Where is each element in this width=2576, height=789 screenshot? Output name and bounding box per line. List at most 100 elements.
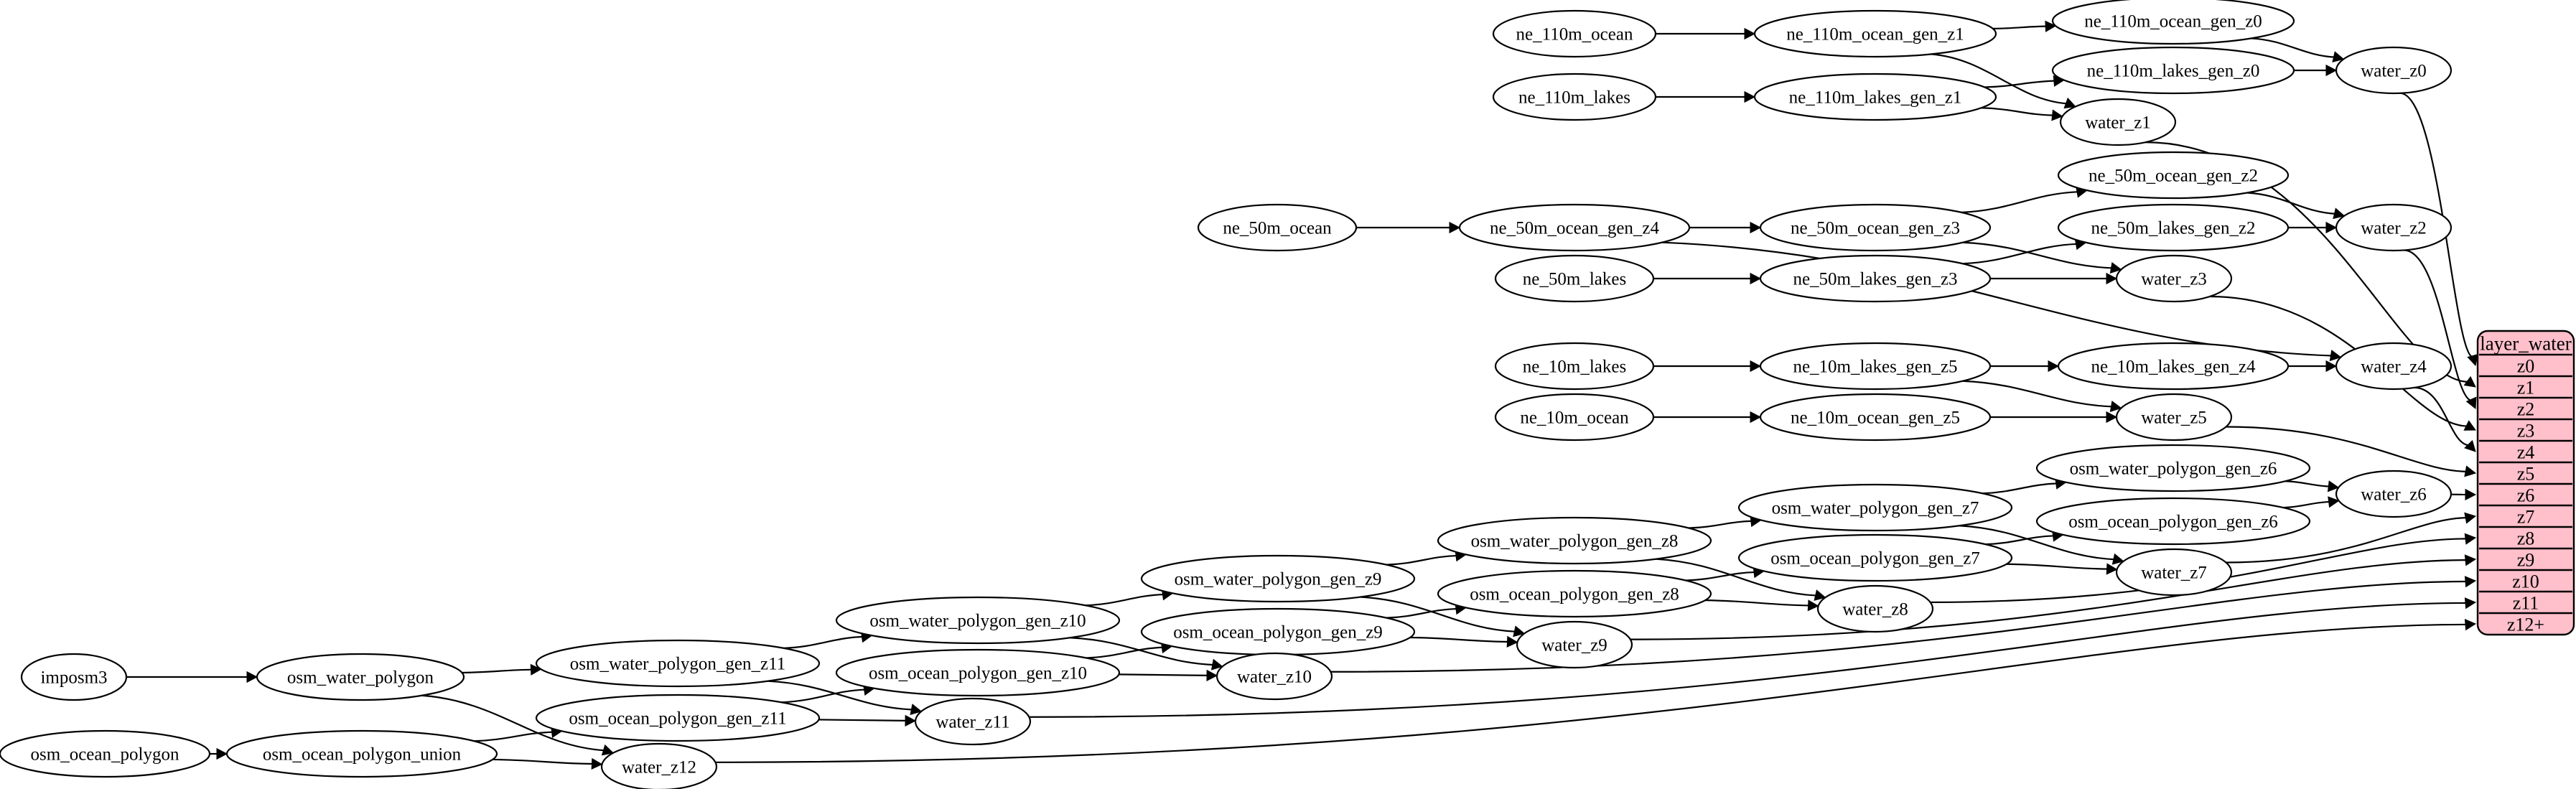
graph-node-ne_50m_lakes_gen_z2[interactable]: ne_50m_lakes_gen_z2 <box>2057 203 2290 252</box>
graph-node-osm_ocean_polygon_gen_z11[interactable]: osm_ocean_polygon_gen_z11 <box>535 694 821 742</box>
node-shape[interactable] <box>1759 203 1992 252</box>
graph-node-ne_50m_ocean_gen_z2[interactable]: ne_50m_ocean_gen_z2 <box>2057 151 2290 200</box>
graph-node-water_z1[interactable]: water_z1 <box>2059 98 2177 146</box>
graph-node-ne_10m_lakes[interactable]: ne_10m_lakes <box>1494 342 1655 391</box>
node-shape[interactable] <box>2115 254 2233 303</box>
graph-node-osm_ocean_polygon_union[interactable]: osm_ocean_polygon_union <box>225 729 498 778</box>
node-shape[interactable] <box>600 742 718 789</box>
graph-node-imposm3[interactable]: imposm3 <box>20 653 128 701</box>
node-shape[interactable] <box>2335 46 2453 95</box>
node-shape[interactable] <box>2057 342 2290 391</box>
graph-node-osm_water_polygon_gen_z11[interactable]: osm_water_polygon_gen_z11 <box>535 639 821 688</box>
graph-node-water_z5[interactable]: water_z5 <box>2115 393 2233 442</box>
graph-node-water_z4[interactable]: water_z4 <box>2335 342 2453 391</box>
layer-water-row-z8[interactable]: z8 <box>2517 528 2535 549</box>
node-shape[interactable] <box>1437 569 1712 618</box>
graph-node-osm_ocean_polygon_gen_z8[interactable]: osm_ocean_polygon_gen_z8 <box>1437 569 1712 618</box>
node-shape[interactable] <box>2115 548 2233 597</box>
graph-node-ne_110m_lakes_gen_z1[interactable]: ne_110m_lakes_gen_z1 <box>1753 73 1997 121</box>
graph-node-osm_water_polygon_gen_z8[interactable]: osm_water_polygon_gen_z8 <box>1437 516 1712 565</box>
graph-node-ne_50m_ocean_gen_z4[interactable]: ne_50m_ocean_gen_z4 <box>1458 203 1691 252</box>
graph-node-ne_50m_ocean_gen_z3[interactable]: ne_50m_ocean_gen_z3 <box>1759 203 1992 252</box>
node-shape[interactable] <box>1437 516 1712 565</box>
graph-node-osm_water_polygon_gen_z6[interactable]: osm_water_polygon_gen_z6 <box>2035 444 2311 492</box>
node-shape[interactable] <box>2035 444 2311 492</box>
node-shape[interactable] <box>1140 554 1416 603</box>
layer-water-row-z7[interactable]: z7 <box>2517 507 2535 528</box>
layer-water-row-z12plus[interactable]: z12+ <box>2507 615 2544 635</box>
layer-water-row-z10[interactable]: z10 <box>2512 571 2539 592</box>
node-shape[interactable] <box>1816 584 1934 633</box>
node-shape[interactable] <box>1494 342 1655 391</box>
graph-node-ne_50m_lakes_gen_z3[interactable]: ne_50m_lakes_gen_z3 <box>1759 254 1992 303</box>
node-shape[interactable] <box>1494 254 1655 303</box>
graph-node-water_z11[interactable]: water_z11 <box>914 697 1032 746</box>
node-shape[interactable] <box>1753 9 1997 58</box>
graph-node-ne_110m_lakes[interactable]: ne_110m_lakes <box>1492 73 1657 121</box>
graph-node-ne_10m_lakes_gen_z4[interactable]: ne_10m_lakes_gen_z4 <box>2057 342 2290 391</box>
graph-node-ne_110m_ocean_gen_z1[interactable]: ne_110m_ocean_gen_z1 <box>1753 9 1997 58</box>
node-shape[interactable] <box>835 648 1121 697</box>
node-shape[interactable] <box>2059 98 2177 146</box>
node-shape[interactable] <box>535 694 821 742</box>
node-shape[interactable] <box>2051 0 2295 45</box>
graph-node-osm_ocean_polygon_gen_z6[interactable]: osm_ocean_polygon_gen_z6 <box>2035 497 2311 546</box>
graph-node-ne_10m_ocean[interactable]: ne_10m_ocean <box>1494 393 1655 442</box>
node-shape[interactable] <box>1737 533 2013 582</box>
graph-node-ne_10m_ocean_gen_z5[interactable]: ne_10m_ocean_gen_z5 <box>1759 393 1992 442</box>
node-shape[interactable] <box>0 729 211 778</box>
graph-node-osm_water_polygon_gen_z9[interactable]: osm_water_polygon_gen_z9 <box>1140 554 1416 603</box>
node-shape[interactable] <box>2057 151 2290 200</box>
layer-water-row-z1[interactable]: z1 <box>2517 378 2535 398</box>
graph-node-water_z8[interactable]: water_z8 <box>1816 584 1934 633</box>
node-shape[interactable] <box>1197 203 1358 252</box>
layer-water-row-z2[interactable]: z2 <box>2517 399 2535 420</box>
node-shape[interactable] <box>1494 393 1655 442</box>
node-shape[interactable] <box>1737 483 2013 532</box>
graph-node-osm_water_polygon[interactable]: osm_water_polygon <box>256 653 465 701</box>
node-shape[interactable] <box>1759 342 1992 391</box>
layer-water-row-z5[interactable]: z5 <box>2517 464 2535 485</box>
graph-node-osm_ocean_polygon_gen_z9[interactable]: osm_ocean_polygon_gen_z9 <box>1140 607 1416 656</box>
layer-water-row-z11[interactable]: z11 <box>2513 593 2539 614</box>
graph-node-water_z2[interactable]: water_z2 <box>2335 203 2453 252</box>
graph-node-ne_50m_lakes[interactable]: ne_50m_lakes <box>1494 254 1655 303</box>
graph-node-ne_110m_ocean_gen_z0[interactable]: ne_110m_ocean_gen_z0 <box>2051 0 2295 45</box>
node-shape[interactable] <box>1458 203 1691 252</box>
graph-node-ne_50m_ocean[interactable]: ne_50m_ocean <box>1197 203 1358 252</box>
node-shape[interactable] <box>1753 73 1997 121</box>
node-shape[interactable] <box>1759 254 1992 303</box>
graph-node-osm_water_polygon_gen_z7[interactable]: osm_water_polygon_gen_z7 <box>1737 483 2013 532</box>
graph-node-osm_ocean_polygon[interactable]: osm_ocean_polygon <box>0 729 211 778</box>
node-shape[interactable] <box>2335 470 2453 518</box>
node-shape[interactable] <box>1492 73 1657 121</box>
graph-node-water_z6[interactable]: water_z6 <box>2335 470 2453 518</box>
graph-node-ne_110m_ocean[interactable]: ne_110m_ocean <box>1492 9 1657 58</box>
node-shape[interactable] <box>535 639 821 688</box>
graph-node-osm_ocean_polygon_gen_z7[interactable]: osm_ocean_polygon_gen_z7 <box>1737 533 2013 582</box>
layer-water-row-z6[interactable]: z6 <box>2517 485 2535 506</box>
node-shape[interactable] <box>1516 620 1633 669</box>
node-shape[interactable] <box>225 729 498 778</box>
graph-node-water_z10[interactable]: water_z10 <box>1215 652 1333 701</box>
node-shape[interactable] <box>835 596 1121 645</box>
graph-node-ne_10m_lakes_gen_z5[interactable]: ne_10m_lakes_gen_z5 <box>1759 342 1992 391</box>
node-shape[interactable] <box>2051 46 2295 95</box>
graph-node-osm_water_polygon_gen_z10[interactable]: osm_water_polygon_gen_z10 <box>835 596 1121 645</box>
node-shape[interactable] <box>1215 652 1333 701</box>
node-shape[interactable] <box>2335 203 2453 252</box>
graph-node-water_z12[interactable]: water_z12 <box>600 742 718 789</box>
node-shape[interactable] <box>1140 607 1416 656</box>
graph-node-water_z0[interactable]: water_z0 <box>2335 46 2453 95</box>
graph-node-water_z7[interactable]: water_z7 <box>2115 548 2233 597</box>
node-shape[interactable] <box>2035 497 2311 546</box>
graph-node-osm_ocean_polygon_gen_z10[interactable]: osm_ocean_polygon_gen_z10 <box>835 648 1121 697</box>
node-shape[interactable] <box>914 697 1032 746</box>
node-shape[interactable] <box>1492 9 1657 58</box>
graph-node-ne_110m_lakes_gen_z0[interactable]: ne_110m_lakes_gen_z0 <box>2051 46 2295 95</box>
graph-node-water_z3[interactable]: water_z3 <box>2115 254 2233 303</box>
layer-water-row-z0[interactable]: z0 <box>2517 356 2535 377</box>
layer-water-row-z3[interactable]: z3 <box>2517 421 2535 442</box>
node-shape[interactable] <box>20 653 128 701</box>
node-shape[interactable] <box>1759 393 1992 442</box>
